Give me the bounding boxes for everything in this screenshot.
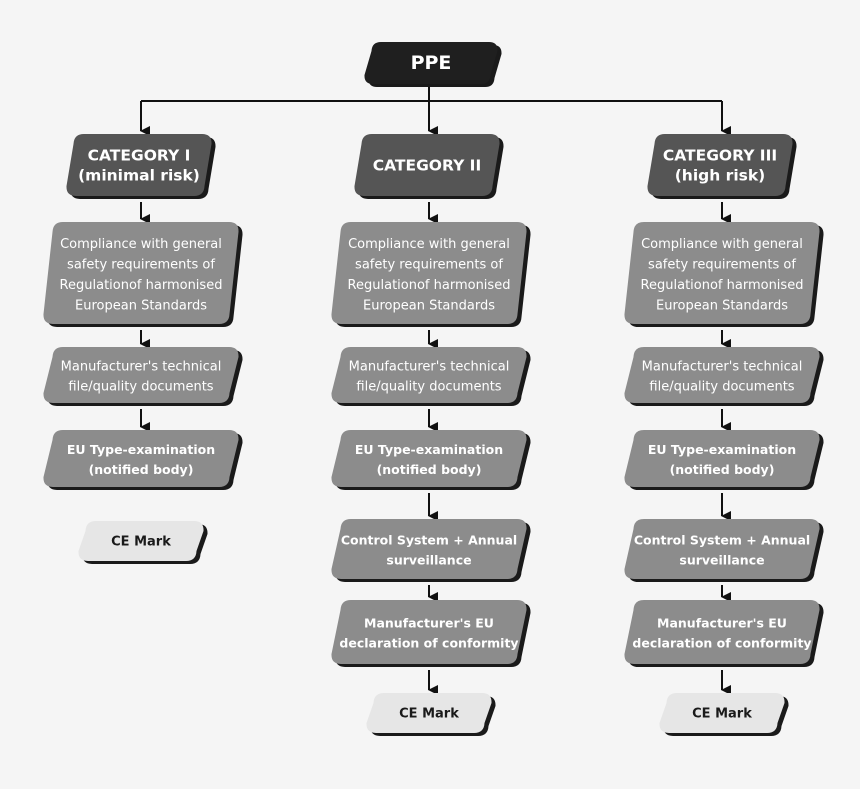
category-2-step-1: Compliance with general safety requiremen… <box>331 222 531 327</box>
category-2-header-text-line: CATEGORY II <box>373 157 481 175</box>
category-3-step-1-text-line: safety requirements of <box>648 257 796 272</box>
category-2-step-1-text-line: Compliance with general <box>348 237 510 252</box>
category-3-step-1: Compliance with general safety requiremen… <box>624 222 824 327</box>
category-3-step-4-text-line: surveillance <box>679 553 764 568</box>
category-2-step-5-text-line: Manufacturer's EU <box>364 616 494 631</box>
category-1-step-1-text-line: safety requirements of <box>67 257 215 272</box>
category-1-ce-mark-text-line: CE Mark <box>111 534 171 549</box>
category-2-step-5-text-line: declaration of conformity <box>339 636 518 651</box>
category-2-step-5: Manufacturer's EU declaration of conformi… <box>331 600 531 667</box>
category-2-step-3-shape <box>331 430 527 487</box>
category-3-step-5-text-line: declaration of conformity <box>632 636 811 651</box>
category-2-step-2-text-line: Manufacturer's technical <box>349 360 510 375</box>
category-1-header-text-line: CATEGORY I <box>88 147 191 165</box>
category-2-step-1-text-line: safety requirements of <box>355 257 503 272</box>
category-2-step-4-text-line: Control System + Annual <box>341 533 517 548</box>
category-3-step-2-text-line: Manufacturer's technical <box>642 360 803 375</box>
category-1-step-2-text-line: file/quality documents <box>68 380 213 395</box>
category-3-step-2-shape <box>624 347 820 403</box>
category-3-step-4-shape <box>624 519 820 579</box>
category-2-step-5-shape <box>331 600 527 664</box>
category-2-header: CATEGORY II <box>354 134 504 199</box>
root-node-ppe-text-line: PPE <box>411 52 452 74</box>
category-3-header: CATEGORY III (high risk) <box>647 134 797 199</box>
category-3-header-text-line: (high risk) <box>675 167 766 185</box>
category-2-step-1-text-line: European Standards <box>363 298 495 313</box>
category-1-ce-mark: CE Mark <box>78 521 208 564</box>
category-3-header-text-line: CATEGORY III <box>663 147 777 165</box>
category-2-step-2-text-line: file/quality documents <box>356 380 501 395</box>
category-3-step-3: EU Type-examination (notified body) <box>624 430 824 490</box>
category-3-step-1-shape <box>624 222 820 324</box>
category-3-ce-mark-text-line: CE Mark <box>692 706 752 721</box>
category-3-step-5-text-line: Manufacturer's EU <box>657 616 787 631</box>
category-3-step-1-text-line: Compliance with general <box>641 237 803 252</box>
category-3-step-5: Manufacturer's EU declaration of conformi… <box>624 600 824 667</box>
category-1-step-1-text-line: Regulationof harmonised <box>60 278 223 293</box>
category-1-step-3-text-line: (notified body) <box>89 462 194 477</box>
category-2-step-3: EU Type-examination (notified body) <box>331 430 531 490</box>
category-3-step-4-text-line: Control System + Annual <box>634 533 810 548</box>
category-3-step-3-shape <box>624 430 820 487</box>
category-1-step-1-text-line: Compliance with general <box>60 237 222 252</box>
category-2-step-3-text-line: EU Type-examination <box>355 442 503 457</box>
category-2-step-2: Manufacturer's technical file/quality doc… <box>331 347 531 406</box>
category-1-step-2-text-line: Manufacturer's technical <box>61 360 222 375</box>
category-2-step-1-text-line: Regulationof harmonised <box>348 278 511 293</box>
category-2-step-2-shape <box>331 347 527 403</box>
category-2-header-shape <box>354 134 500 196</box>
category-3-step-1-text-line: Regulationof harmonised <box>641 278 804 293</box>
category-2-ce-mark: CE Mark <box>366 693 496 736</box>
category-1-step-3-text-line: EU Type-examination <box>67 442 215 457</box>
category-2-ce-mark-text-line: CE Mark <box>399 706 459 721</box>
category-1-header-text-line: (minimal risk) <box>78 167 200 185</box>
category-3-step-3-text-line: (notified body) <box>670 462 775 477</box>
category-3-step-2: Manufacturer's technical file/quality doc… <box>624 347 824 406</box>
category-1-step-1-shape <box>43 222 239 324</box>
category-3-step-4: Control System + Annual surveillance <box>624 519 824 582</box>
category-1-step-1: Compliance with general safety requiremen… <box>43 222 243 327</box>
root-node-ppe: PPE <box>364 42 502 87</box>
category-1-step-2: Manufacturer's technical file/quality doc… <box>43 347 243 406</box>
category-3-step-3-text-line: EU Type-examination <box>648 442 796 457</box>
category-1-step-1-text-line: European Standards <box>75 298 207 313</box>
category-1-step-3: EU Type-examination (notified body) <box>43 430 243 490</box>
category-3-step-1-text-line: European Standards <box>656 298 788 313</box>
category-2-step-4-shape <box>331 519 527 579</box>
category-1-header-shape <box>66 134 212 196</box>
category-3-header-shape <box>647 134 793 196</box>
category-3-step-5-shape <box>624 600 820 664</box>
category-1-ce-mark-shape <box>78 521 204 561</box>
root-node-ppe-shape <box>364 42 498 84</box>
category-3-ce-mark: CE Mark <box>659 693 789 736</box>
category-2-step-3-text-line: (notified body) <box>377 462 482 477</box>
category-1-header: CATEGORY I (minimal risk) <box>66 134 216 199</box>
category-2-step-1-shape <box>331 222 527 324</box>
category-2-step-4-text-line: surveillance <box>386 553 471 568</box>
category-1-step-2-shape <box>43 347 239 403</box>
category-3-ce-mark-shape <box>659 693 785 733</box>
category-3-step-2-text-line: file/quality documents <box>649 380 794 395</box>
category-1-step-3-shape <box>43 430 239 487</box>
category-2-step-4: Control System + Annual surveillance <box>331 519 531 582</box>
category-2-ce-mark-shape <box>366 693 492 733</box>
